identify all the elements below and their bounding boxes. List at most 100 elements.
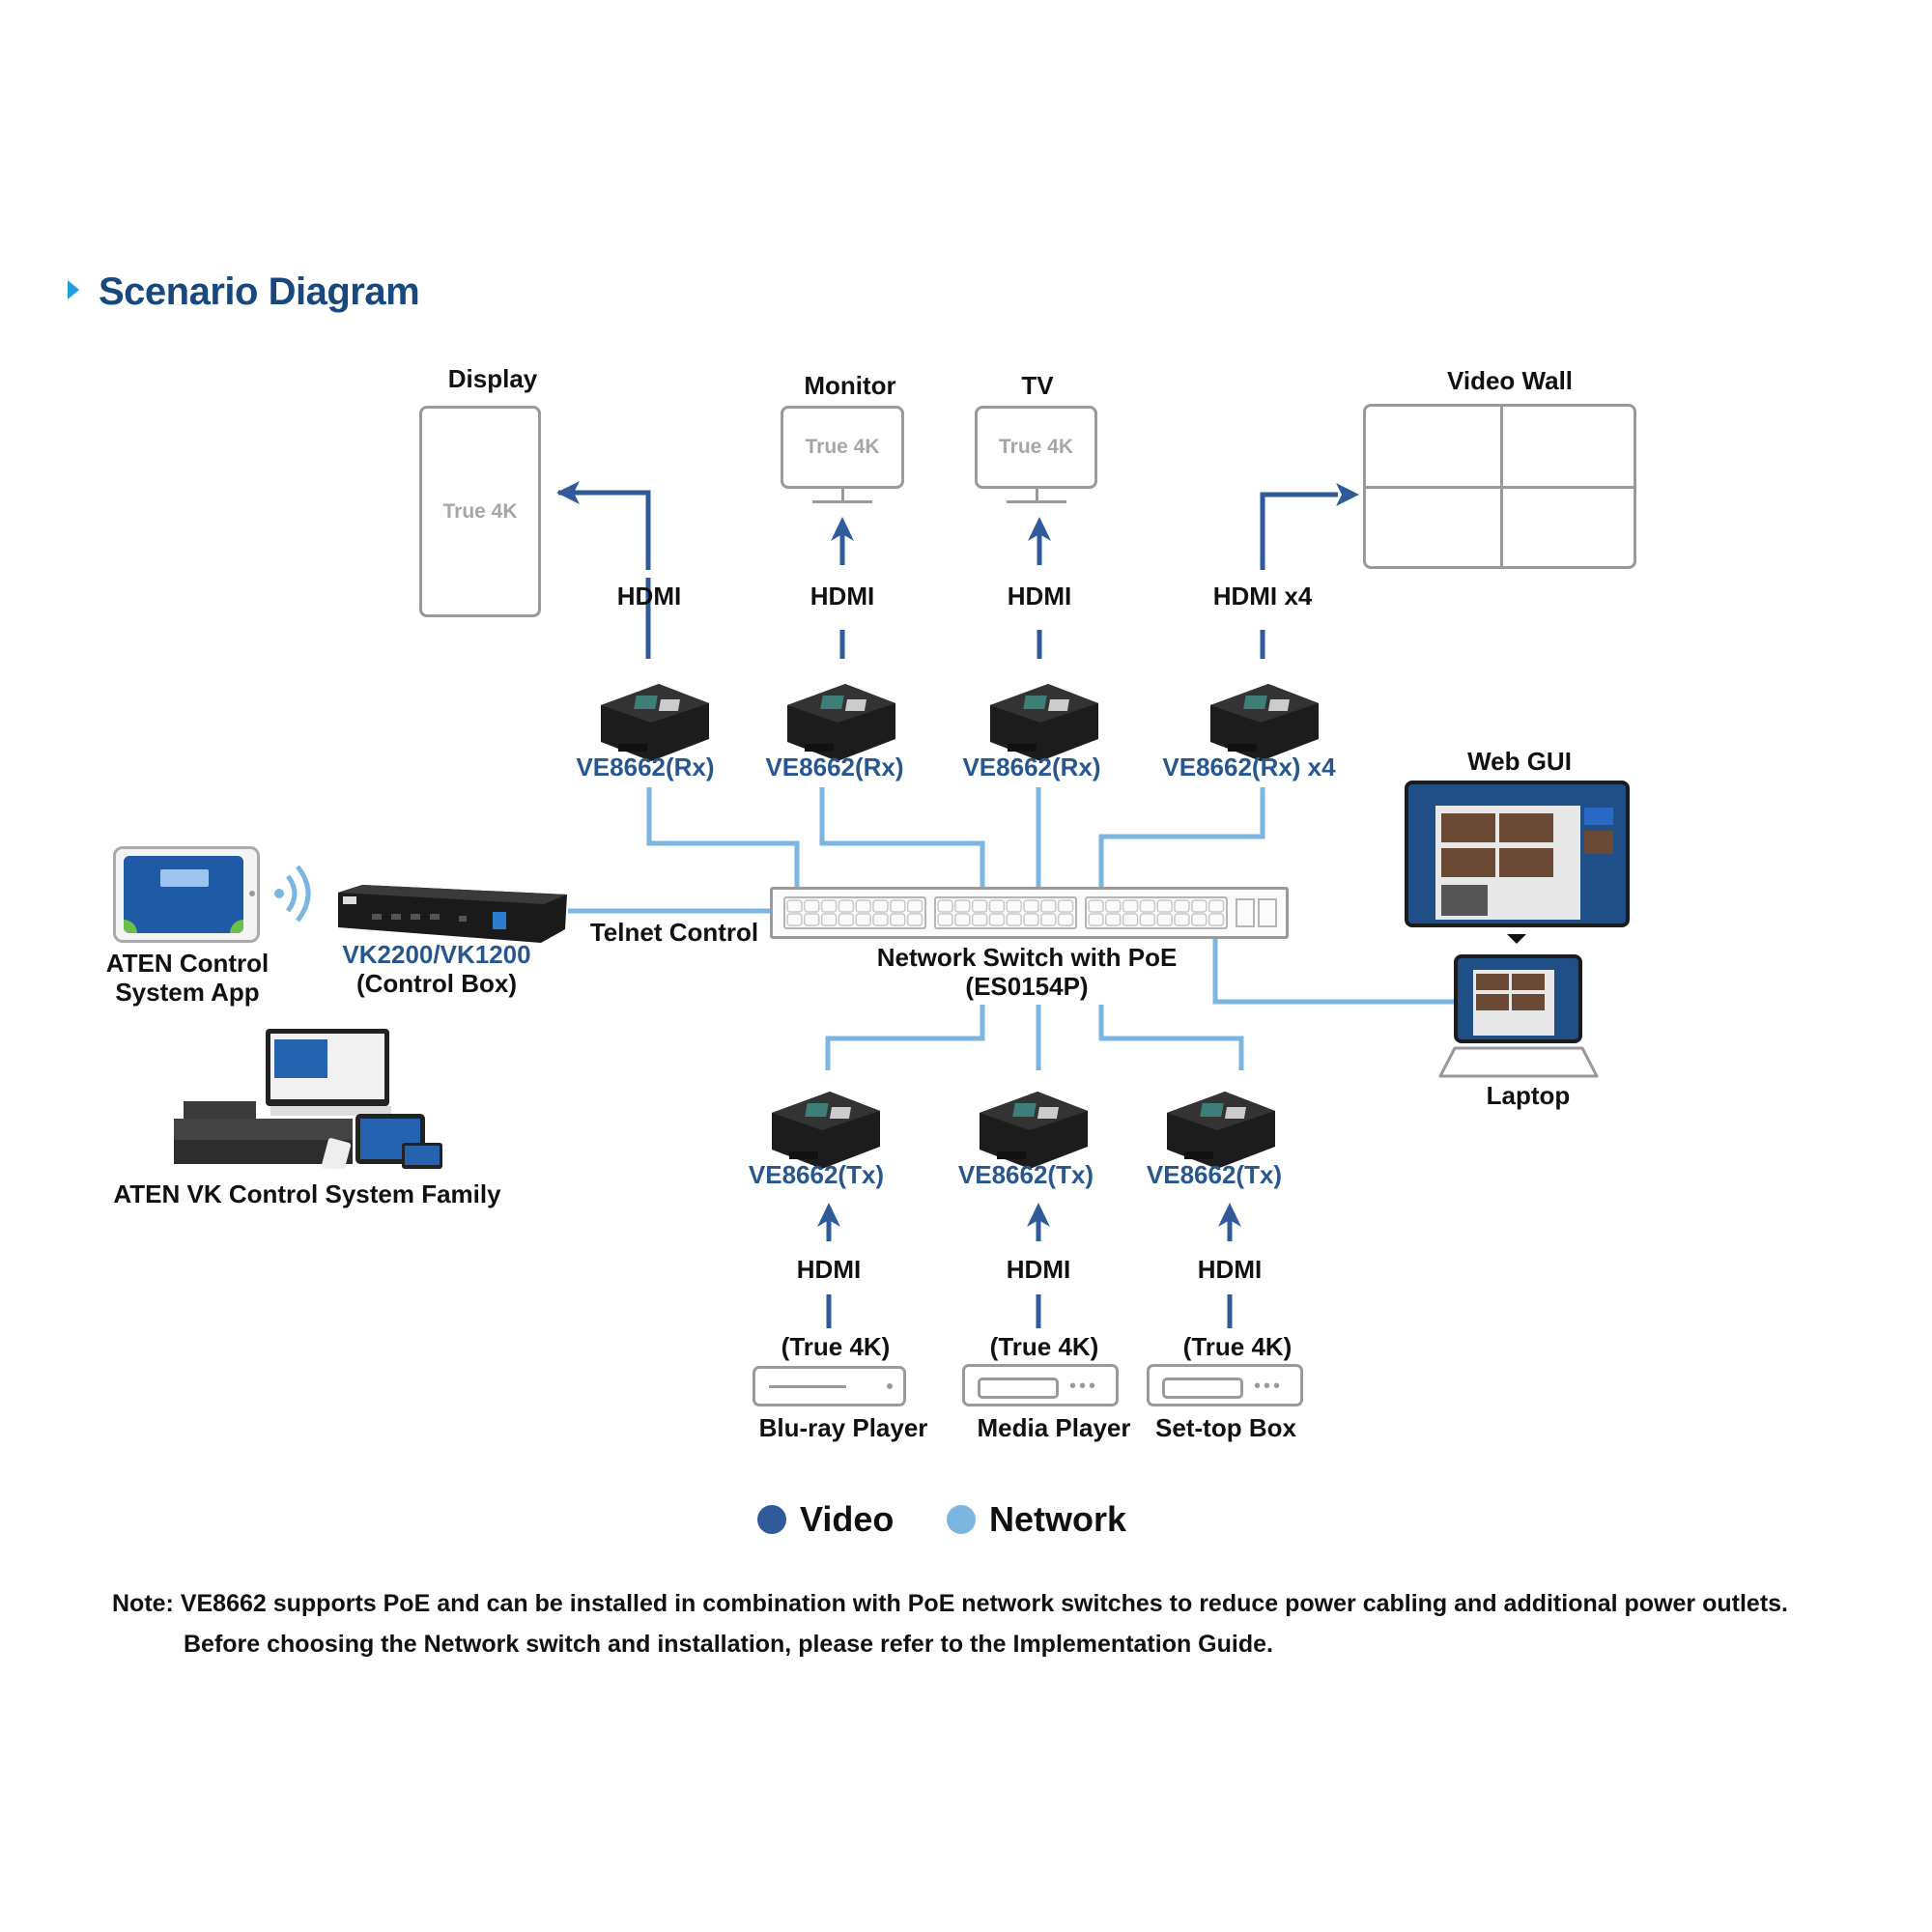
switch-port — [1156, 899, 1173, 913]
hdmi-label: HDMI — [1006, 1255, 1071, 1284]
control-app-label: ATEN Control System App — [105, 949, 270, 1008]
switch-port — [1088, 899, 1104, 913]
control-box-model: VK2200/VK1200 — [342, 940, 531, 969]
camera-thumb — [1476, 994, 1509, 1010]
hdmi-label: HDMI — [1197, 1255, 1263, 1284]
transmitter-label: VE8662(Tx) — [957, 1160, 1094, 1189]
receiver-device — [980, 667, 1101, 768]
switch-port — [954, 899, 971, 913]
receiver-device — [778, 667, 898, 768]
legend-item-network: Network — [947, 1499, 1126, 1540]
network-switch — [770, 887, 1289, 939]
tablet-screen — [124, 856, 243, 933]
receiver-device — [591, 667, 712, 768]
network-line-rx4 — [1098, 787, 1265, 896]
legend-label: Video — [800, 1499, 895, 1539]
video-legend-dot — [757, 1505, 786, 1534]
switch-port — [838, 899, 855, 913]
switch-port — [804, 913, 820, 926]
switch-label-line1: Network Switch with PoE — [876, 943, 1178, 972]
control-box-device — [333, 883, 570, 955]
network-legend-dot — [947, 1505, 976, 1534]
switch-port — [1139, 913, 1156, 926]
control-app-label-line2: System App — [115, 977, 260, 1007]
switch-port — [937, 913, 953, 926]
arrowhead-tv — [1028, 517, 1051, 541]
app-tiles — [160, 869, 209, 887]
arrowhead-video-wall — [1336, 483, 1359, 506]
video-line-display-upper — [558, 490, 651, 570]
switch-port — [1040, 913, 1057, 926]
video-wall-divider-h — [1366, 486, 1634, 489]
note-line-1: Note: VE8662 supports PoE and can be ins… — [112, 1590, 1788, 1617]
arrowhead-display — [556, 481, 580, 504]
page-title: Scenario Diagram — [99, 270, 420, 313]
network-line-rx2 — [819, 787, 985, 896]
control-box-icon — [338, 885, 567, 943]
extender-icon — [1167, 1092, 1275, 1169]
switch-port — [1208, 899, 1225, 913]
hdmi-label: HDMI — [1007, 582, 1072, 611]
source-quality-label: (True 4K) — [989, 1332, 1099, 1361]
hdmi-label: HDMI — [796, 1255, 862, 1284]
control-app-label-line1: ATEN Control — [105, 949, 270, 978]
video-lines — [558, 490, 1338, 1328]
switch-port — [855, 899, 871, 913]
hdmi-label: HDMI — [810, 582, 875, 611]
source-label: Blu-ray Player — [758, 1413, 928, 1442]
video-wall-label: Video Wall — [1446, 366, 1574, 395]
switch-port — [890, 899, 906, 913]
switch-port — [1040, 899, 1057, 913]
switch-port — [872, 899, 889, 913]
display-slot — [978, 1378, 1059, 1399]
extender-icon — [990, 684, 1098, 761]
tv-stand — [1036, 488, 1038, 501]
vk-family-icon — [174, 1029, 442, 1173]
switch-port — [1191, 913, 1208, 926]
camera-thumb — [1441, 848, 1495, 877]
network-line-laptop — [1212, 935, 1454, 1005]
vk-family-label: ATEN VK Control System Family — [113, 1179, 501, 1208]
laptop-base-icon — [1438, 1046, 1599, 1078]
arrowhead-monitor — [831, 517, 854, 541]
network-lines — [568, 787, 1454, 1070]
switch-port — [906, 899, 923, 913]
screen-text: True 4K — [805, 436, 880, 458]
video-line-wall-upper — [1260, 492, 1338, 570]
camera-thumb — [1441, 885, 1488, 916]
monitor-screen: True 4K — [781, 406, 904, 489]
tv-base — [1007, 500, 1066, 503]
tablet-app-icon — [113, 846, 260, 943]
switch-port — [1174, 913, 1190, 926]
display-screen: True 4K — [419, 406, 541, 617]
laptop-content — [1473, 970, 1554, 1036]
tablet-button — [249, 891, 255, 896]
switch-port — [1023, 899, 1039, 913]
laptop-screen — [1454, 954, 1582, 1043]
legend-item-video: Video — [757, 1499, 894, 1540]
camera-thumb — [1512, 994, 1545, 1010]
web-gui-label: Web GUI — [1467, 747, 1572, 776]
down-arrow-icon — [1507, 934, 1526, 944]
display-label: Display — [447, 364, 538, 393]
vk-family-image — [174, 1024, 444, 1174]
camera-thumb — [1512, 974, 1545, 990]
tv-screen: True 4K — [975, 406, 1097, 489]
extender-icon — [772, 1092, 880, 1169]
switch-port — [1057, 899, 1074, 913]
switch-port — [1088, 913, 1104, 926]
switch-port — [1006, 899, 1022, 913]
switch-label: Network Switch with PoE (ES0154P) — [876, 943, 1178, 1002]
media-player-icon: ••• — [962, 1364, 1119, 1406]
extender-icon — [601, 684, 709, 761]
receiver-label: VE8662(Rx) — [962, 753, 1101, 781]
legend-label: Network — [989, 1499, 1127, 1539]
side-thumb — [1584, 831, 1613, 854]
receiver-label: VE8662(Rx) — [576, 753, 715, 781]
switch-port — [786, 899, 803, 913]
transmitter-label: VE8662(Tx) — [1146, 1160, 1283, 1189]
camera-thumb — [1499, 848, 1553, 877]
transmitter-label: VE8662(Tx) — [748, 1160, 885, 1189]
screen-text: True 4K — [998, 436, 1074, 458]
receiver-label: VE8662(Rx) — [765, 753, 904, 781]
